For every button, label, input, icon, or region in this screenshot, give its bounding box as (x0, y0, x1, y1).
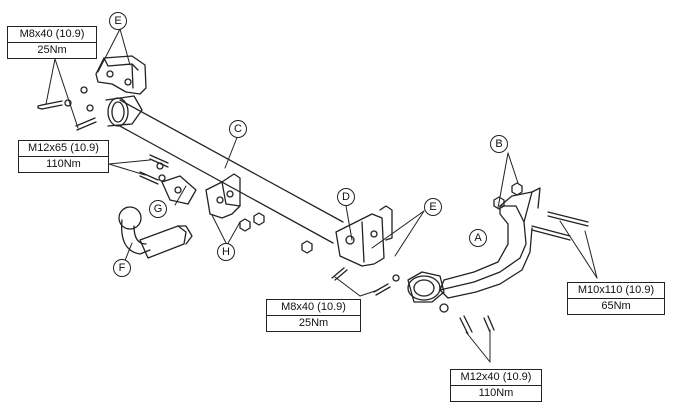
spec-box-m8x40-top: M8x40 (10.9) 25Nm (7, 26, 97, 59)
spec-bolt: M10x110 (10.9) (577, 284, 655, 296)
spec-torque: 25Nm (8, 42, 96, 58)
spec-bolt: M12x40 (10.9) (460, 371, 532, 383)
nuts-h (239, 212, 265, 232)
spec-torque: 110Nm (451, 385, 541, 401)
left-side-bracket (95, 55, 147, 95)
spec-torque: 110Nm (19, 156, 108, 172)
callout-g: G (149, 200, 167, 218)
spec-torque: 65Nm (568, 298, 664, 314)
callout-e-right: E (424, 198, 442, 216)
right-tube-end (407, 271, 445, 303)
callout-a: A (469, 229, 487, 247)
callout-c: C (229, 120, 247, 138)
bolts-left (37, 86, 97, 131)
callout-d: D (337, 188, 355, 206)
bolts-bottom (439, 303, 495, 335)
callout-h: H (217, 243, 235, 261)
callout-e-left: E (109, 12, 127, 30)
spec-box-m8x40-center: M8x40 (10.9) 25Nm (266, 299, 361, 332)
callout-b: B (490, 135, 508, 153)
bolts-d (301, 240, 400, 296)
right-side-arm (439, 187, 541, 299)
callout-f: F (113, 259, 131, 277)
socket-plate (161, 175, 197, 205)
spec-bolt: M12x65 (10.9) (28, 142, 99, 154)
spec-bolt: M8x40 (10.9) (281, 301, 346, 313)
bolts-center (139, 154, 169, 185)
tow-ball-assembly (118, 206, 193, 259)
main-crossbar (105, 95, 344, 244)
spec-bolt: M8x40 (10.9) (19, 28, 85, 40)
spec-box-m10x110: M10x110 (10.9) 65Nm (567, 282, 665, 315)
bolts-right (493, 182, 589, 241)
center-mounting-plate (205, 173, 241, 219)
right-center-bracket (335, 205, 393, 267)
spec-torque: 25Nm (267, 315, 360, 331)
spec-box-m12x40: M12x40 (10.9) 110Nm (450, 369, 542, 402)
spec-box-m12x65: M12x65 (10.9) 110Nm (18, 140, 109, 173)
